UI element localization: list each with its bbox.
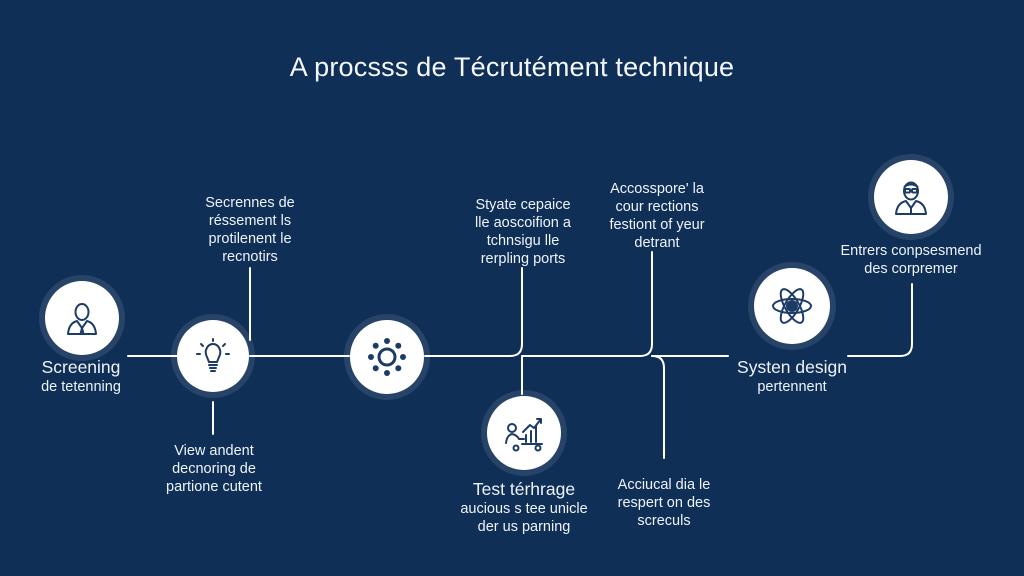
test-subtitle: aucious s tee unicle der us parning bbox=[460, 501, 588, 535]
test-label: Test térhrage aucious s tee unicle der u… bbox=[434, 478, 614, 536]
gear-icon bbox=[368, 338, 406, 376]
person-icon bbox=[67, 303, 97, 335]
node-lightbulb bbox=[177, 320, 249, 392]
screening-label: Screening de tetenning bbox=[10, 356, 152, 396]
annotation-top-left: Secrennes de réssement ls protilenent le… bbox=[205, 195, 295, 265]
screening-subtitle: de tetenning bbox=[41, 379, 121, 395]
annotation-top-right: Accosspore' la cour rections festiont of… bbox=[609, 181, 705, 251]
annotation-top-middle: Styate cepaice lle aoscoifion a tchnsigu… bbox=[475, 197, 571, 267]
atom-icon bbox=[772, 288, 812, 324]
branch-line bbox=[651, 355, 665, 459]
page-title: A procsss de Técrutément technique bbox=[289, 52, 735, 82]
node-gear bbox=[350, 320, 424, 394]
screening-name: Screening bbox=[41, 357, 121, 377]
node-system-design bbox=[754, 268, 830, 344]
annotation-bottom-right: Acciucal dia le respert on des screculs bbox=[617, 477, 711, 529]
person-glasses-icon bbox=[895, 181, 927, 215]
chart-person-icon bbox=[505, 418, 543, 452]
node-screening bbox=[45, 281, 119, 355]
lightbulb-icon bbox=[196, 338, 230, 372]
system-design-subtitle: pertennent bbox=[757, 379, 827, 395]
system-design-label: Systen design pertennent bbox=[718, 356, 866, 396]
main-line bbox=[847, 283, 913, 357]
test-name: Test térhrage bbox=[472, 479, 576, 499]
annotation-far-right: Entrers conpsesmend des corpremer bbox=[840, 243, 982, 277]
annotation-bottom-left: View andent decnoring de partione cutent bbox=[166, 443, 262, 495]
system-design-name: Systen design bbox=[737, 357, 847, 377]
main-line bbox=[521, 251, 653, 357]
node-test bbox=[487, 396, 561, 470]
main-line bbox=[424, 267, 523, 357]
node-final-interview bbox=[874, 160, 948, 234]
